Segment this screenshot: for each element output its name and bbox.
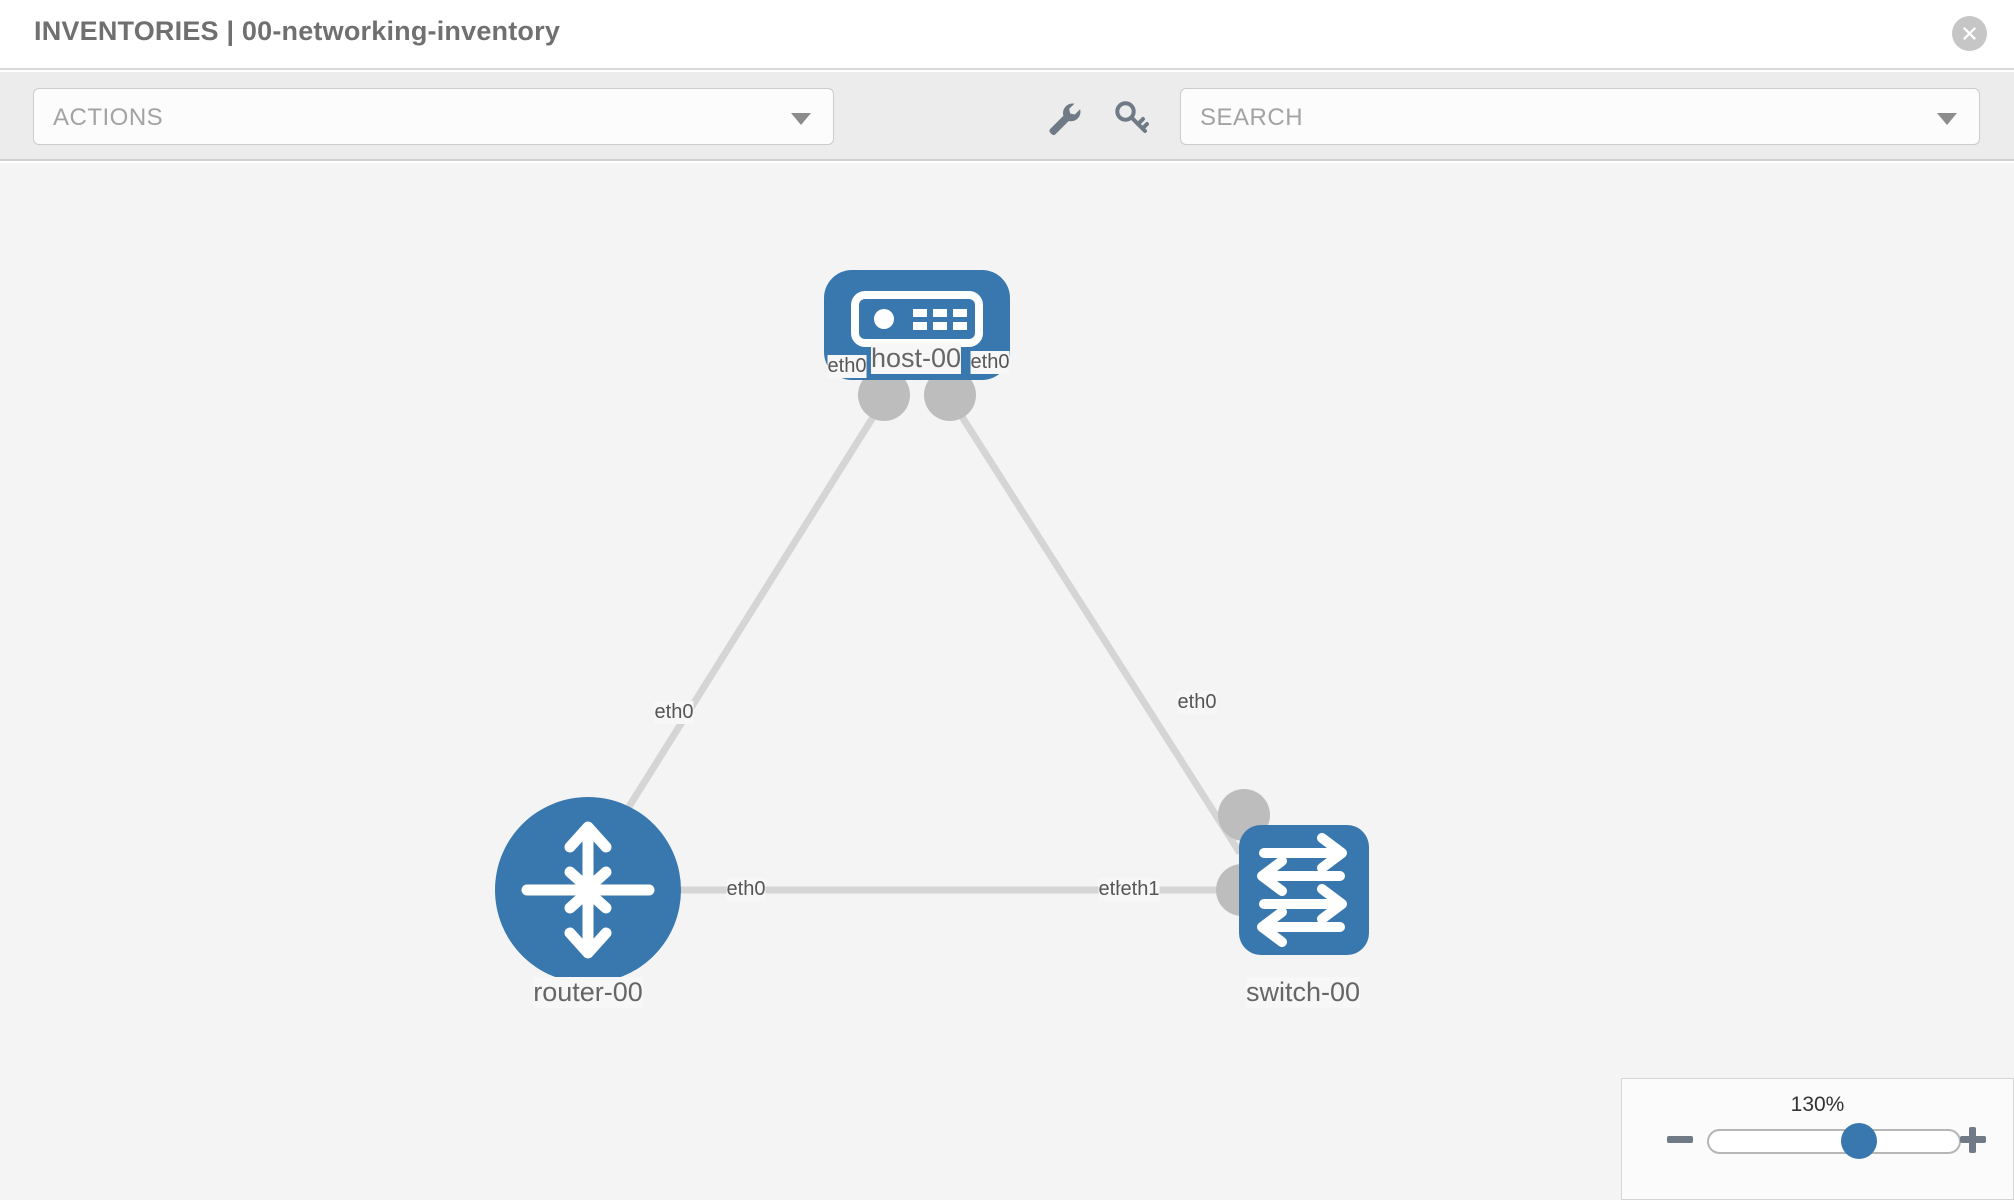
interface-nub-host-right[interactable] [924,369,976,421]
node-label-switch-00: switch-00 [1245,977,1361,1008]
zoom-slider-thumb[interactable] [1841,1123,1877,1159]
link-router-host[interactable] [597,396,888,855]
close-icon[interactable] [1952,16,1987,51]
topology-canvas[interactable]: eth0 eth0 eth0 eth0 eth0 eth0 eth1 host-… [0,163,2014,1200]
interface-nub-host-left[interactable] [858,369,910,421]
link-host-switch[interactable] [947,396,1243,855]
node-switch-00[interactable] [1239,825,1369,955]
page-header: INVENTORIES | 00-networking-inventory [0,0,2014,70]
iface-label-switch-eth1: eth1 [1120,878,1160,901]
zoom-level-value: 130% [1790,1093,1845,1116]
iface-label-switch-up: eth0 [1177,691,1217,714]
actions-dropdown[interactable]: ACTIONS [33,88,834,145]
chevron-down-icon [791,113,811,125]
chevron-down-icon[interactable] [1937,113,1957,125]
wrench-icon[interactable] [1044,98,1084,138]
key-icon[interactable] [1112,98,1152,138]
page-title: INVENTORIES | 00-networking-inventory [34,16,561,46]
search-input[interactable]: SEARCH [1180,88,1980,145]
topology-graph [495,270,1369,983]
node-router-00[interactable] [495,797,681,983]
node-label-router-00: router-00 [533,977,643,1008]
iface-label-host-left: eth0 [827,355,867,378]
zoom-control-panel: 130% [1621,1078,2014,1200]
iface-label-router-eth0: eth0 [726,878,766,901]
iface-label-host-right: eth0 [970,351,1010,374]
zoom-slider-track[interactable] [1707,1129,1961,1154]
node-label-host-00: host-00 [870,343,962,374]
search-placeholder: SEARCH [1200,104,1304,131]
iface-label-router-up: eth0 [654,701,694,724]
actions-dropdown-label: ACTIONS [53,104,164,131]
toolbar: ACTIONS SEARCH [0,72,2014,161]
